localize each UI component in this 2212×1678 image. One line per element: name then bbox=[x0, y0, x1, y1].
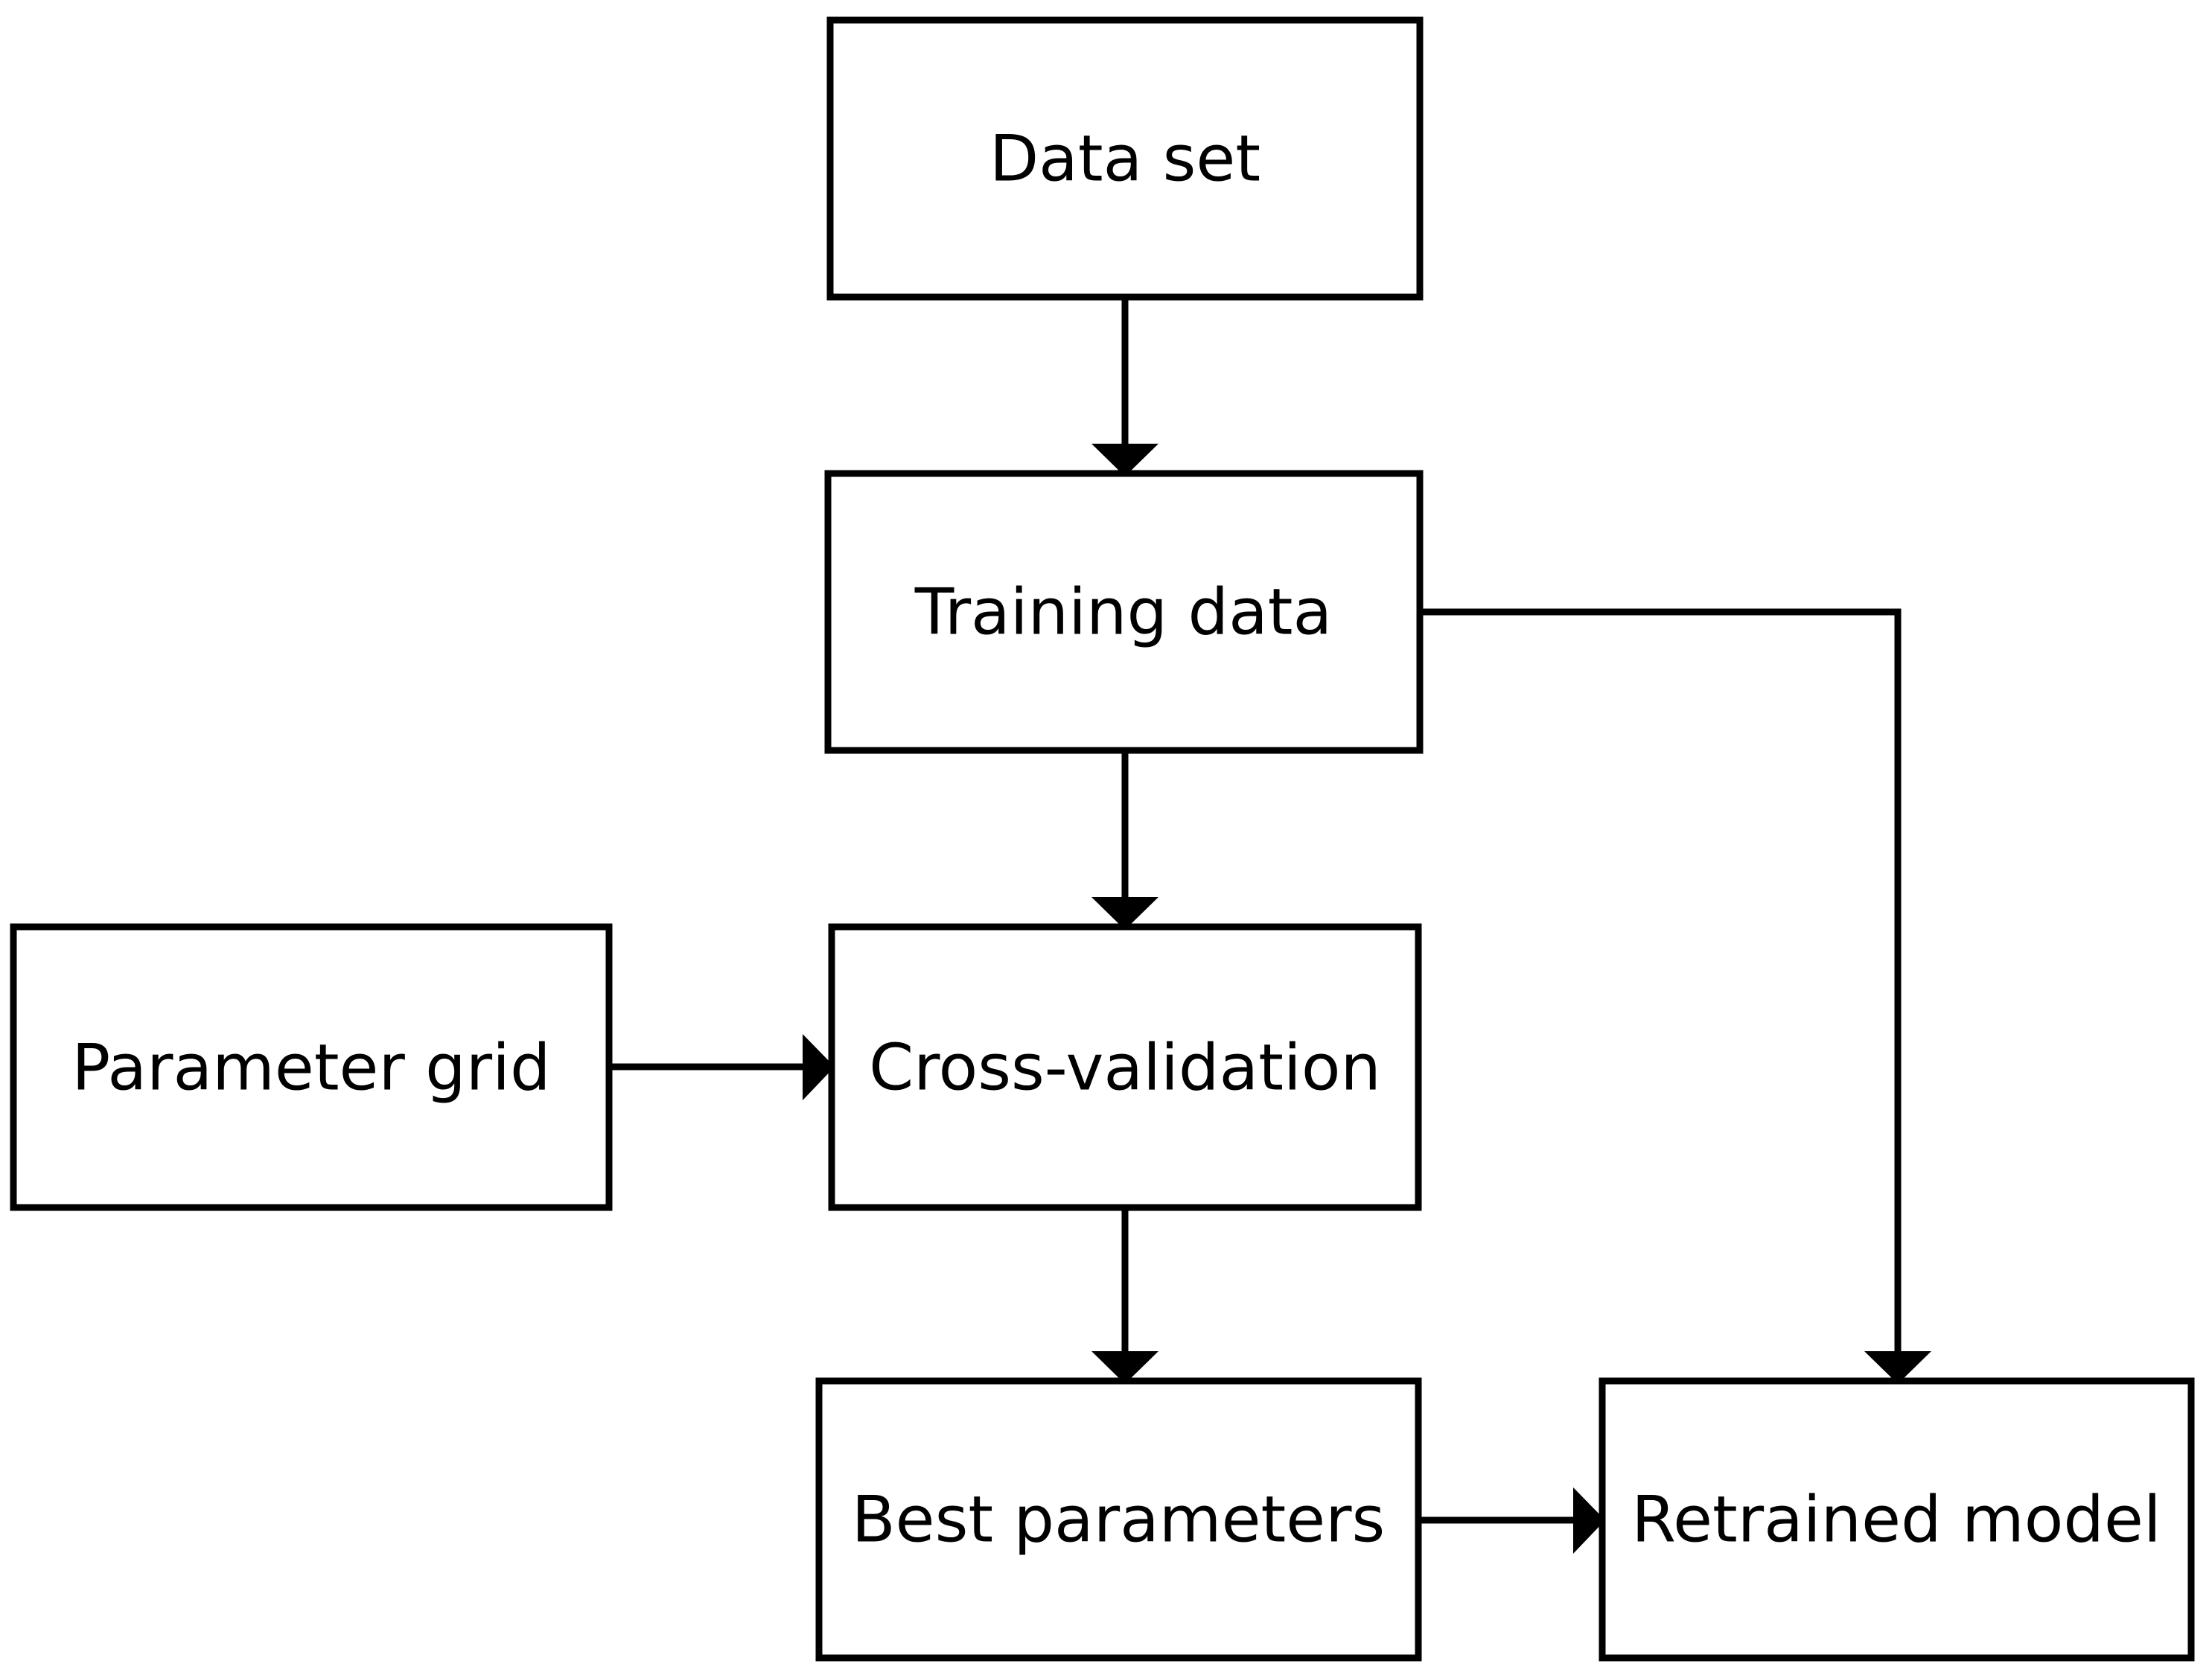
arrowhead-icon bbox=[1091, 1351, 1158, 1384]
edge-best-parameters-to-retrained-model bbox=[1418, 1487, 1605, 1554]
node-training-data[interactable]: Training data bbox=[824, 470, 1424, 754]
node-data-set[interactable]: Data set bbox=[826, 16, 1424, 301]
arrowhead-icon bbox=[1864, 1351, 1931, 1384]
node-box[interactable] bbox=[826, 16, 1424, 301]
edge-cross-validation-to-best-parameters bbox=[1091, 1208, 1158, 1384]
node-label: Parameter grid bbox=[71, 1030, 550, 1105]
node-parameter-grid[interactable]: Parameter grid bbox=[10, 923, 613, 1211]
node-label: Best parameters bbox=[852, 1482, 1386, 1557]
node-box[interactable] bbox=[815, 1377, 1422, 1662]
edge-parameter-grid-to-cross-validation bbox=[609, 1034, 835, 1100]
arrowhead-icon bbox=[1091, 444, 1158, 476]
node-cross-validation[interactable]: Cross-validation bbox=[828, 923, 1422, 1211]
node-label: Retrained model bbox=[1631, 1482, 2161, 1557]
edge-training-data-to-cross-validation bbox=[1091, 750, 1158, 930]
node-label: Training data bbox=[914, 575, 1332, 649]
arrowhead-icon bbox=[1573, 1487, 1605, 1554]
node-best-parameters[interactable]: Best parameters bbox=[815, 1377, 1422, 1662]
node-label: Cross-validation bbox=[869, 1030, 1381, 1105]
edge-line bbox=[1420, 608, 1902, 1354]
node-box[interactable] bbox=[828, 923, 1422, 1211]
node-label: Data set bbox=[989, 121, 1260, 196]
node-box[interactable] bbox=[824, 470, 1424, 754]
edge-training-data-to-retrained-model bbox=[1420, 608, 1931, 1384]
node-retrained-model[interactable]: Retrained model bbox=[1599, 1377, 2195, 1662]
arrowhead-icon bbox=[803, 1034, 835, 1100]
edge-data-set-to-training-data bbox=[1091, 297, 1158, 476]
node-box[interactable] bbox=[10, 923, 613, 1211]
arrowhead-icon bbox=[1091, 897, 1158, 930]
node-box[interactable] bbox=[1599, 1377, 2195, 1662]
